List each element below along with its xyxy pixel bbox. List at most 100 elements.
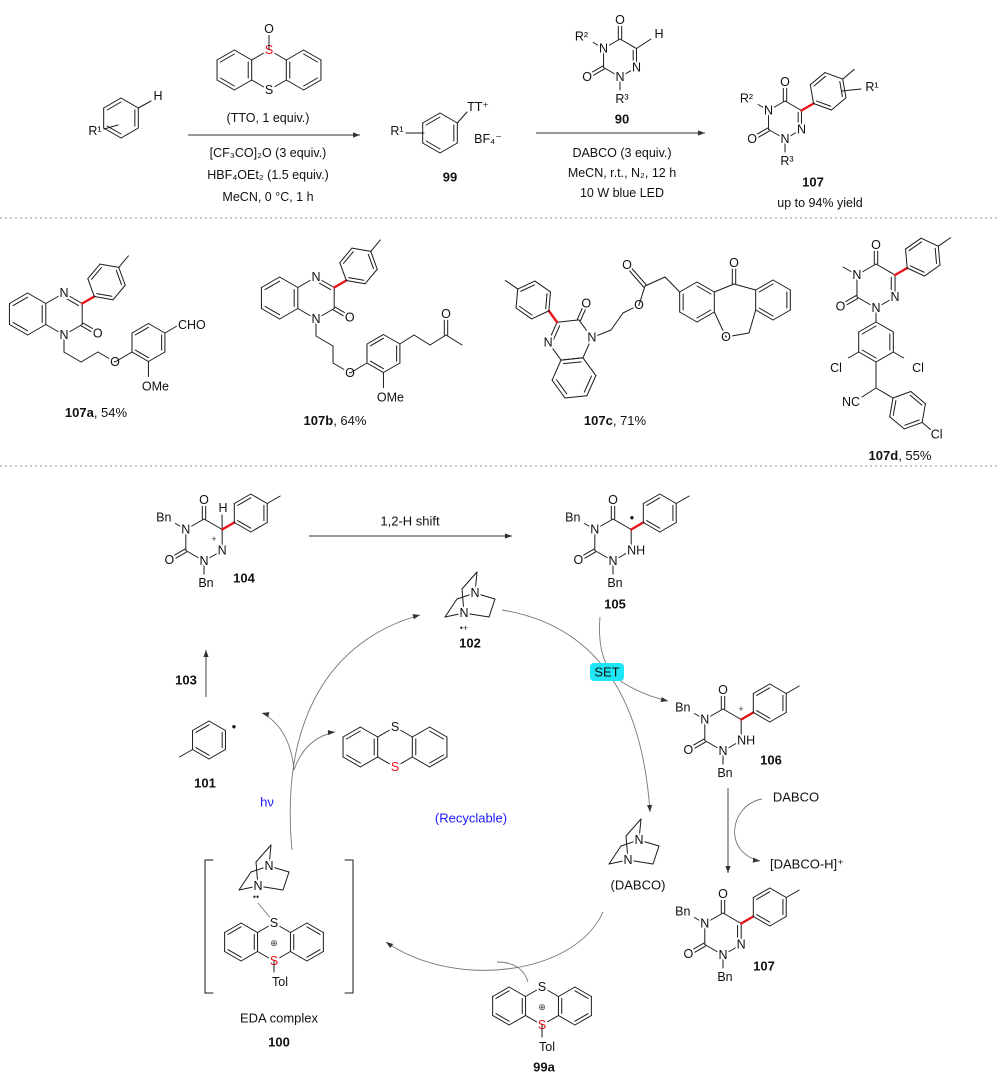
ring-bond	[594, 518, 614, 530]
photoexcitation-arc	[289, 614, 421, 851]
ring-bond	[541, 1015, 559, 1026]
bond	[725, 332, 750, 338]
double-bond-line	[756, 891, 771, 900]
n4-substituent: Bn	[156, 511, 171, 525]
ring-bond	[63, 324, 83, 336]
r1-substituent: R¹	[88, 124, 101, 138]
ring-bond	[906, 267, 925, 277]
tolyl-group: Tol	[539, 1040, 555, 1054]
ring-bond	[556, 319, 580, 323]
oxygen-atom: O	[622, 258, 632, 272]
ring-bond	[240, 951, 259, 962]
ring-bond	[809, 72, 826, 86]
dabco-radical-cation-102: NN•+102	[444, 571, 496, 651]
dabco-label: DABCO	[773, 790, 819, 805]
ring-bond	[515, 288, 519, 309]
bond	[332, 362, 351, 374]
ring-bond	[257, 922, 275, 933]
double-bond-line	[861, 349, 877, 359]
bond	[114, 351, 133, 363]
compound-number-107: 107	[753, 959, 775, 974]
ring-bond	[63, 292, 83, 304]
carbonyl-bond	[592, 68, 605, 76]
chlorine-atom: Cl	[912, 361, 924, 375]
n4-substituent: Bn	[675, 701, 690, 715]
ring-bond	[366, 362, 384, 373]
double-bond-line	[904, 419, 920, 426]
ring-bond	[260, 276, 281, 288]
ring-bond	[203, 550, 223, 562]
bond	[399, 334, 415, 345]
sulfur-atom: S	[391, 720, 399, 734]
compound-yield: , 54%	[94, 405, 128, 420]
ring-bond	[240, 922, 259, 933]
double-bond-line	[425, 116, 441, 126]
ring-bond	[842, 78, 847, 99]
nitrogen-atom: N	[608, 554, 617, 568]
double-bond-line	[303, 77, 318, 87]
nitrogen-atom: N	[59, 328, 68, 342]
arrowhead	[725, 866, 731, 873]
ring-bond	[525, 1015, 543, 1026]
tetrafluoroborate: BF₄⁻	[474, 132, 502, 146]
double-bond-line	[367, 253, 374, 270]
bond	[622, 304, 640, 314]
compound-number: 107c	[584, 413, 613, 428]
chlorine-atom: Cl	[830, 361, 842, 375]
oxygen-atom: O	[871, 238, 881, 252]
set-badge-bg	[590, 663, 624, 681]
ring-bond	[342, 726, 361, 738]
ring-bond	[752, 712, 771, 723]
step2-condition: DABCO (3 equiv.)	[572, 146, 671, 160]
cation-charge: ⊕	[538, 1002, 546, 1012]
bond	[733, 283, 757, 291]
arc-from-99a	[496, 961, 529, 983]
double-bond-line	[555, 379, 568, 395]
ring-bond	[755, 309, 774, 321]
double-bond-line	[756, 710, 771, 719]
ring-bond	[704, 708, 724, 720]
ring-bond	[364, 268, 378, 285]
cation-charge: +	[211, 534, 216, 544]
compound-yield: , 71%	[613, 413, 647, 428]
ring-bond	[603, 67, 621, 78]
oxygen-atom: O	[608, 493, 618, 507]
chlorine-atom: Cl	[931, 428, 943, 442]
oxygen-atom: O	[780, 75, 790, 89]
carbonyl-bond	[693, 945, 707, 953]
ring-bond	[612, 550, 632, 562]
ring-bond	[772, 279, 791, 291]
ring-bond	[339, 262, 347, 281]
ring-bond	[279, 308, 299, 320]
hydrogen-atom: H	[153, 89, 162, 103]
ring-bond	[531, 310, 550, 320]
n2-substituent: Bn	[717, 766, 732, 780]
double-bond-line	[369, 337, 384, 347]
eda-complex-label: EDA complex	[240, 1011, 319, 1026]
aldehyde-group: CHO	[178, 318, 206, 332]
ring-bond	[185, 550, 205, 562]
nitrogen-atom: N	[718, 948, 727, 962]
ring-bond	[260, 308, 281, 320]
cage-bond	[257, 885, 284, 891]
ring-bond	[422, 142, 441, 154]
nh-group: NH	[737, 734, 755, 748]
bond	[97, 351, 116, 363]
ring-bond	[722, 912, 742, 924]
ring-bond	[541, 986, 559, 997]
cage-bond	[461, 588, 465, 614]
new-c-c-bond	[800, 102, 815, 112]
nitrogen-atom: N	[852, 268, 861, 282]
n4-substituent: Bn	[565, 511, 580, 525]
compound-label: 107a, 54%	[65, 405, 128, 420]
double-bond-line	[237, 497, 252, 506]
ring-bond	[679, 311, 698, 323]
cage-bond	[444, 598, 458, 618]
ring-bond	[99, 263, 120, 268]
cage-bond	[608, 845, 622, 865]
double-bond-line	[220, 53, 235, 63]
compound-yield: , 64%	[333, 413, 367, 428]
ring-bond	[250, 493, 268, 504]
